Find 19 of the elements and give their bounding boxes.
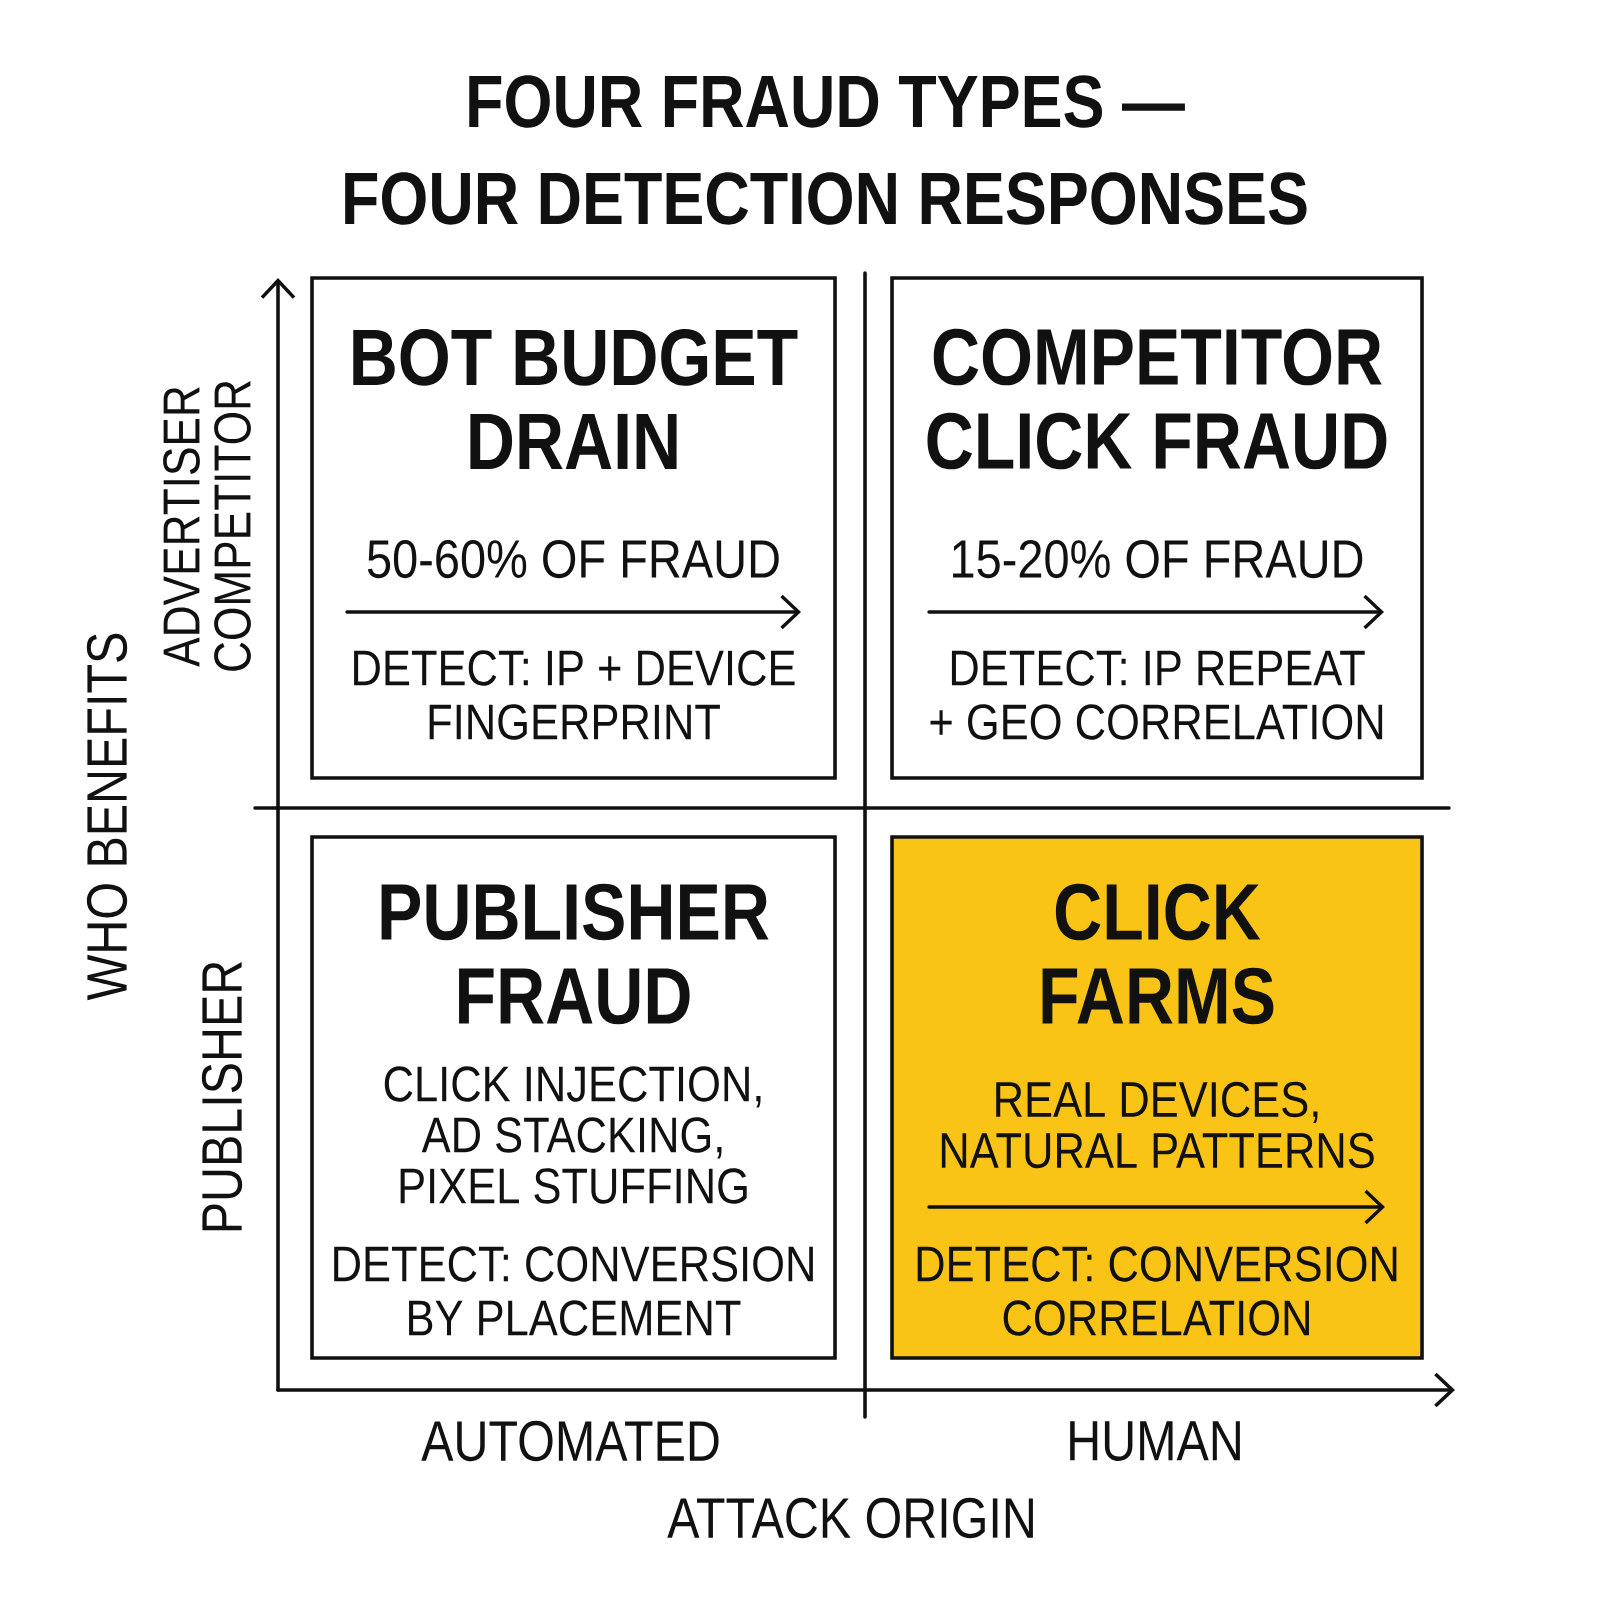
quadrant-heading: COMPETITOR CLICK FRAUD <box>927 328 1387 470</box>
description-text: CLICK INJECTION, AD STACKING, PIXEL STUFFING <box>384 1066 761 1204</box>
quadrant-heading: CLICK FARMS <box>1042 883 1274 1025</box>
axis-title: ATTACK ORIGIN <box>667 1497 1033 1539</box>
detection-text: DETECT: IP REPEAT + GEO CORRELATION <box>930 650 1383 740</box>
detection-text: DETECT: IP + DEVICE FINGERPRINT <box>354 650 795 740</box>
detection-text: DETECT: CONVERSION CORRELATION <box>917 1246 1397 1336</box>
share-text: 15-20% OF FRAUD <box>953 539 1363 579</box>
axis-category: AUTOMATED <box>421 1420 719 1462</box>
chart-title: FOUR FRAUD TYPES — FOUR DETECTION RESPONSES <box>345 75 1307 225</box>
share-text: 50-60% OF FRAUD <box>367 539 779 579</box>
detection-text: DETECT: CONVERSION BY PLACEMENT <box>334 1246 813 1336</box>
axis-category: ADVERTISER COMPETITOR <box>163 381 251 671</box>
axis-title: WHO BENEFITS <box>86 633 128 1001</box>
axis-category: PUBLISHER <box>201 961 243 1231</box>
description-text: REAL DEVICES, NATURAL PATTERNS <box>941 1081 1374 1169</box>
quadrant-heading: BOT BUDGET DRAIN <box>353 329 798 469</box>
axis-category: HUMAN <box>1070 1421 1240 1461</box>
quadrant-heading: PUBLISHER FRAUD <box>381 883 769 1025</box>
